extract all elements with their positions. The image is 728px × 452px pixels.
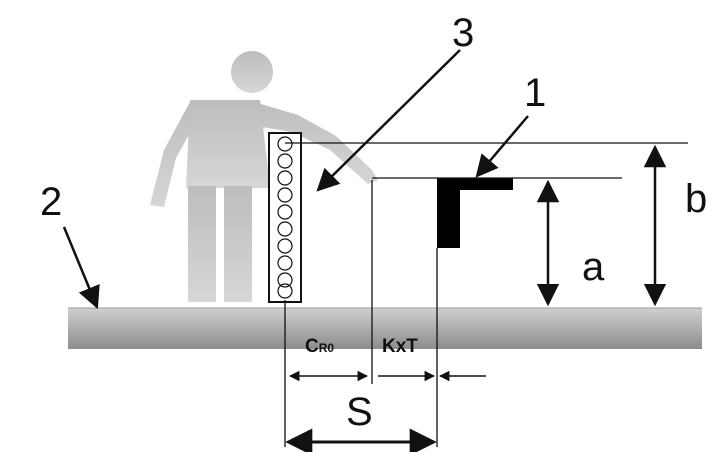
marker-1-label: 1 <box>524 71 546 115</box>
light-curtain-icon <box>268 132 302 303</box>
dimension-b-label: b <box>685 177 707 221</box>
marker-3-label: 3 <box>452 11 474 55</box>
ground-plane-icon <box>68 308 702 349</box>
dimension-a-label: a <box>582 245 605 289</box>
dimension-cr0-label: CR0 <box>305 336 334 357</box>
marker-3-arrow <box>316 49 461 192</box>
dimension-kxt-label: KxT <box>382 336 418 357</box>
person-silhouette-icon <box>150 51 378 302</box>
marker-2-label: 2 <box>40 180 62 224</box>
dimension-s-label: S <box>346 390 373 434</box>
marker-1-arrow <box>475 115 529 178</box>
marker-2-arrow <box>62 226 100 310</box>
barrier-icon <box>437 178 513 248</box>
reference-lines <box>284 142 688 447</box>
